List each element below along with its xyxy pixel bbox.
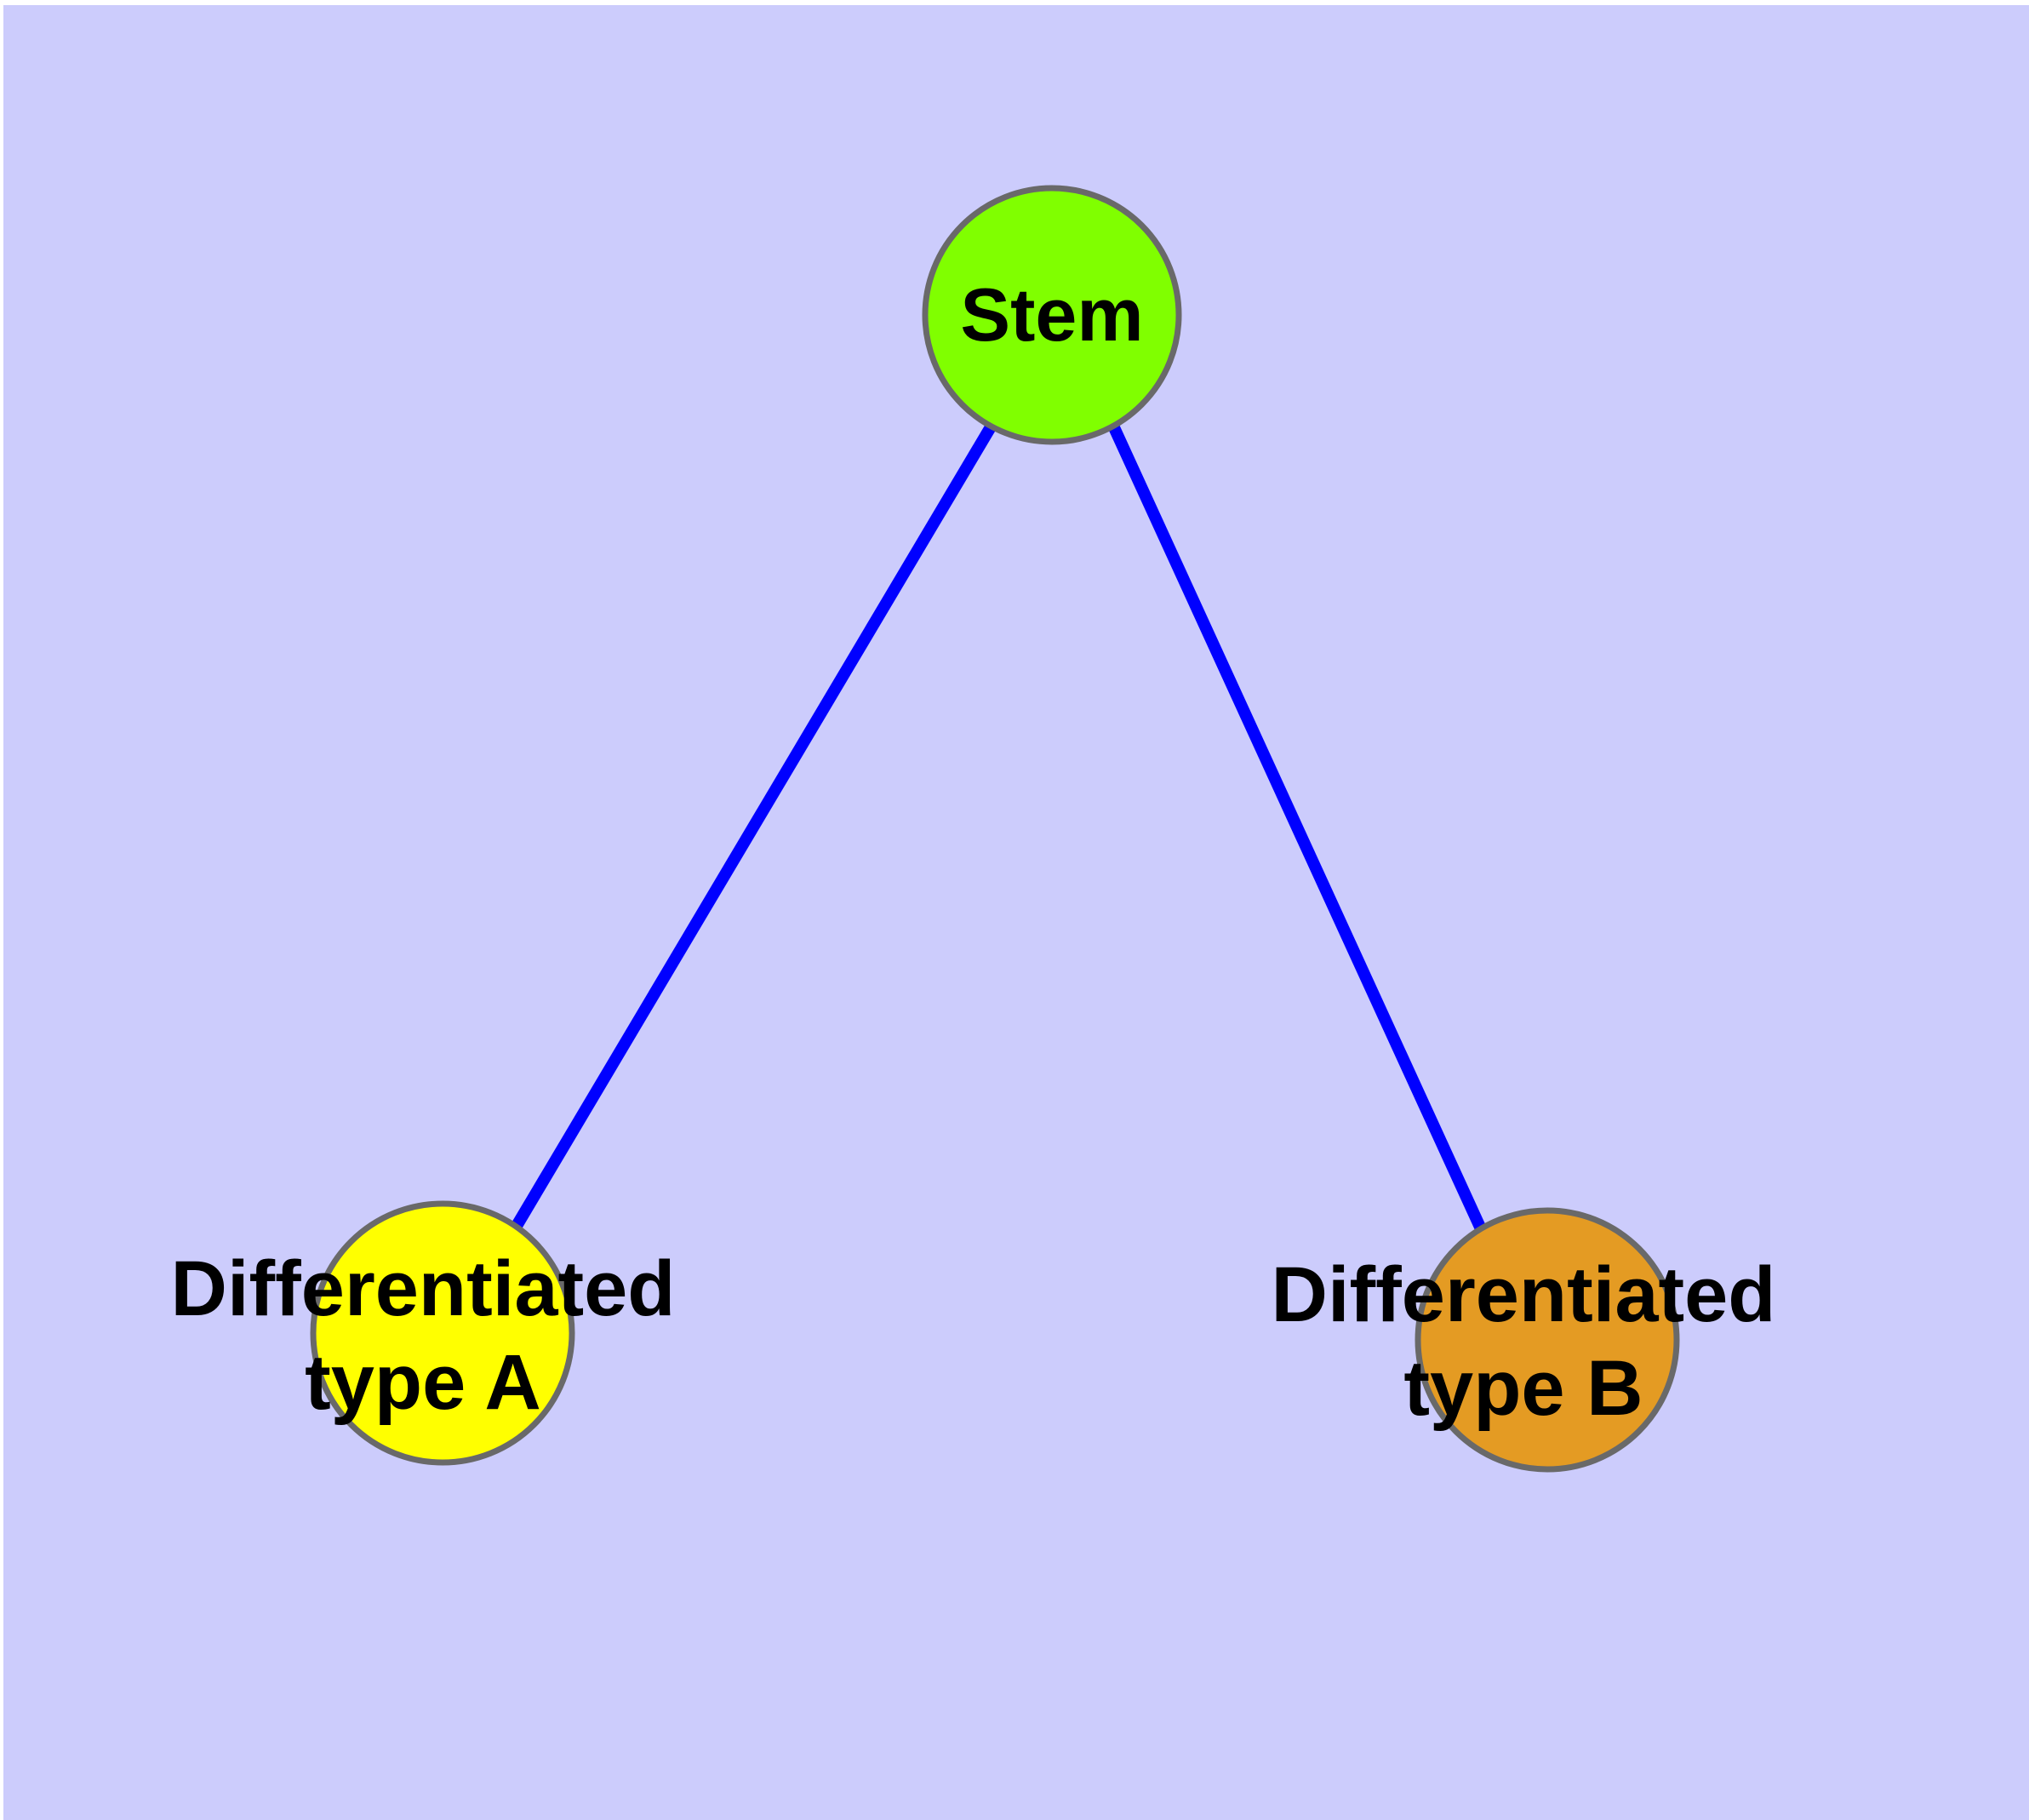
node-label-diff-a-line-1: Differentiated [171, 1245, 676, 1332]
graph-node-stem[interactable] [922, 185, 1182, 445]
node-label-diff-a-line-2: type A [305, 1339, 541, 1426]
node-label-diff-b-line-1: Differentiated [1272, 1251, 1776, 1338]
nodes-layer [310, 185, 1680, 1473]
node-label-diff-b-line-2: type B [1403, 1345, 1643, 1432]
node-label-stem-line-1: Stem [960, 272, 1143, 357]
graph-node-diff-a[interactable] [310, 1200, 575, 1466]
graph-edge-stem-to-b[interactable] [1107, 423, 1489, 1235]
graph-node-diff-b[interactable] [1415, 1207, 1680, 1473]
edges-layer [511, 422, 1489, 1235]
graph-edge-stem-to-a[interactable] [511, 422, 997, 1229]
